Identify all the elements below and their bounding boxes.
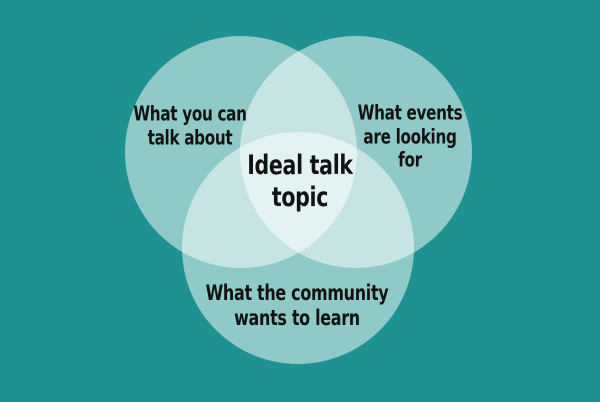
- label-ideal-talk-topic-text: Ideal talk topic: [247, 150, 353, 213]
- label-what-the-community-wants-to-learn-text: What the community wants to learn: [205, 281, 389, 330]
- label-what-you-can-talk-about-text: What you can talk about: [133, 101, 247, 149]
- label-what-the-community-wants-to-learn: What the community wants to learn: [177, 281, 417, 331]
- label-what-events-are-looking-for-text: What events are looking for: [357, 100, 463, 172]
- label-what-events-are-looking-for: What events are looking for: [341, 100, 479, 173]
- venn-circle-what-the-community-wants-to-learn: [182, 132, 414, 364]
- label-what-you-can-talk-about: What you can talk about: [115, 102, 264, 149]
- label-ideal-talk-topic: Ideal talk topic: [231, 150, 370, 214]
